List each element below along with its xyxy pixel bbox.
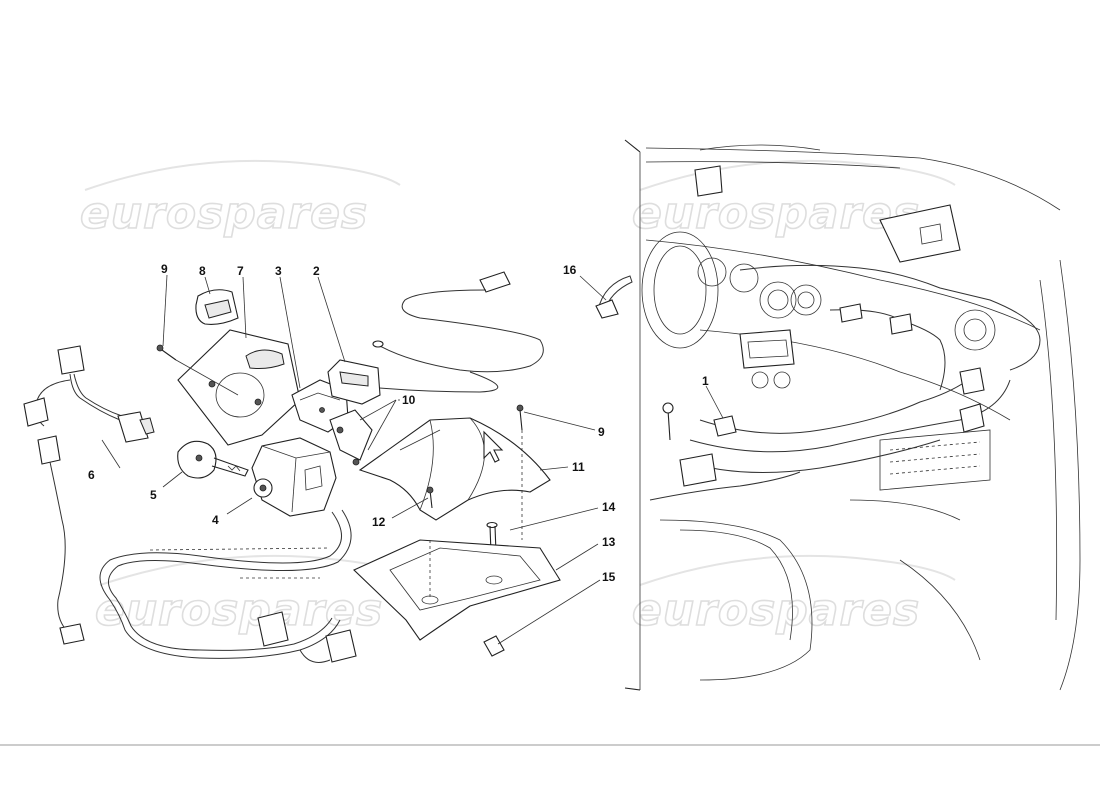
callout-3: 3 [275, 264, 282, 278]
part-10-screws [329, 399, 397, 466]
interior-installation-view [641, 144, 1081, 691]
callout-8: 8 [199, 264, 206, 278]
callout-7: 7 [237, 264, 244, 278]
callout-13: 13 [602, 535, 616, 549]
part-8-badge [195, 289, 239, 325]
view-separator [624, 139, 641, 691]
part-15-clip [483, 635, 505, 657]
callout-4: 4 [212, 513, 219, 527]
part-9-screw-right [516, 404, 524, 540]
callout-15: 15 [602, 570, 616, 584]
part-4-ignition-switch [251, 437, 337, 517]
part-7-bezel [177, 329, 301, 446]
part-12-screw [426, 486, 434, 509]
callout-2: 2 [313, 264, 320, 278]
callout-16: 16 [563, 263, 577, 277]
part-13-console-base [353, 539, 561, 641]
leader-lines [101, 274, 725, 645]
part-16-cable-tie [595, 275, 633, 319]
part-9-screw-left [156, 344, 239, 396]
watermark-top-left: eurospares [80, 188, 368, 239]
main-harness [99, 509, 357, 663]
callout-1: 1 [702, 374, 709, 388]
callout-10: 10 [402, 393, 416, 407]
part-11-console-cover [358, 417, 551, 521]
callout-9-left: 9 [161, 262, 168, 276]
pointer-glyph [483, 430, 504, 463]
callout-9-right: 9 [598, 425, 605, 439]
part-5-key [177, 440, 249, 479]
watermark-bottom-right: eurospares [632, 585, 920, 636]
part-6-harness [23, 345, 155, 645]
watermark-top-right: eurospares [632, 188, 920, 239]
callout-12: 12 [372, 515, 386, 529]
callout-6: 6 [88, 468, 95, 482]
callout-14: 14 [602, 500, 616, 514]
watermarks: eurospares eurospares eurospares eurospa… [79, 159, 956, 637]
callout-5: 5 [150, 488, 157, 502]
callout-11: 11 [572, 460, 585, 474]
part-2-receiver [327, 359, 381, 405]
watermark-bottom-left: eurospares [95, 585, 383, 636]
antenna-lead [372, 271, 544, 393]
exploded-parts-view: 9 8 7 3 2 10 6 5 4 12 9 11 14 13 15 16 1 [23, 262, 725, 663]
